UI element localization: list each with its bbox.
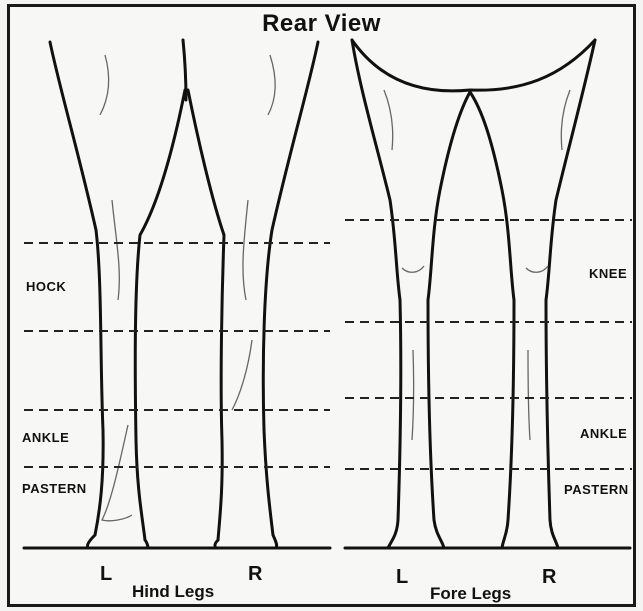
fore-legs-caption: Fore Legs [430,584,511,604]
hind-zone-hock-label: HOCK [26,279,66,294]
fore-zone-knee-label: KNEE [589,266,627,281]
fore-zone-pastern-label: PASTERN [564,482,629,497]
fore-zone-ankle-label: ANKLE [580,426,627,441]
hind-zone-ankle-label: ANKLE [22,430,69,445]
fore-left-mark: L [396,566,408,589]
hind-legs-caption: Hind Legs [132,582,214,602]
hind-legs-drawing [50,40,318,548]
hind-right-mark: R [248,563,262,586]
hind-zone-pastern-label: PASTERN [22,481,87,496]
hind-left-mark: L [100,563,112,586]
zone-boundary-lines [24,220,632,469]
fore-legs-drawing [352,40,595,548]
fore-right-mark: R [542,566,556,589]
